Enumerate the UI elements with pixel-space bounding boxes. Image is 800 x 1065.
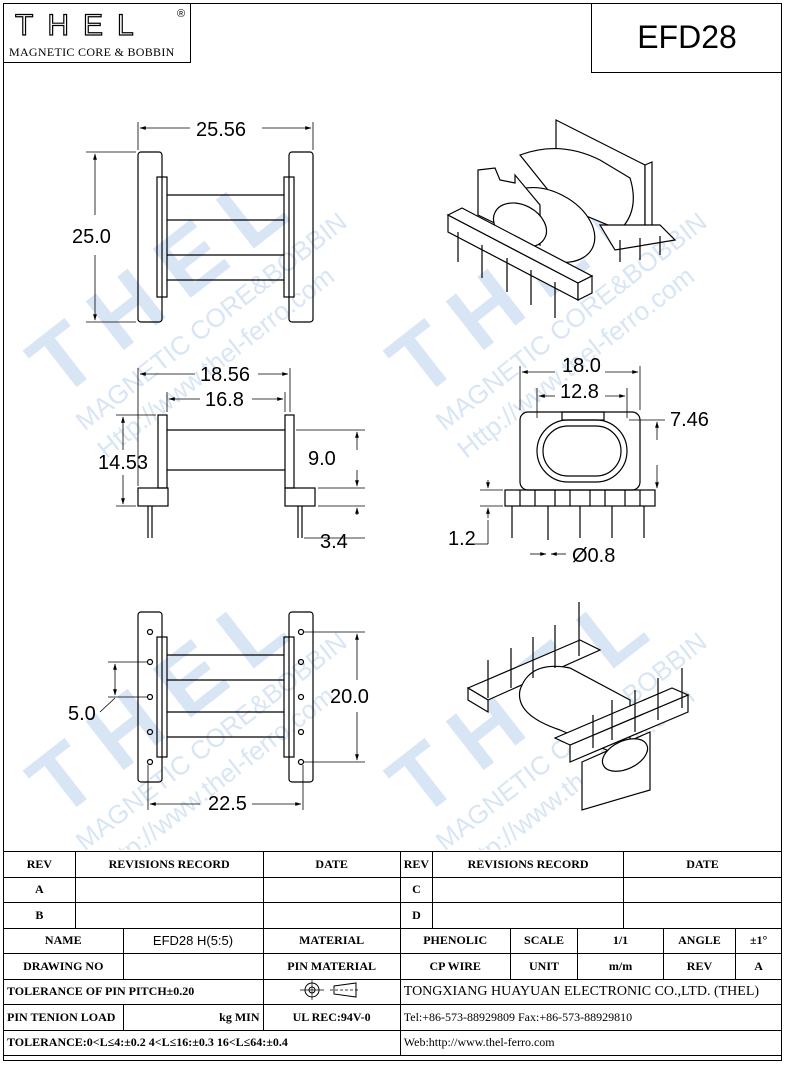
rev-short-label: REV — [662, 953, 737, 980]
general-tolerance: TOLERANCE:0<L≤4:±0.2 4<L≤16:±0.3 16<L≤64… — [3, 1029, 401, 1056]
iso-view-bottom — [466, 602, 690, 811]
dim-side-pin-dia: Ø0.8 — [572, 545, 615, 567]
rev-header: REV — [3, 851, 76, 878]
revisions-header-2: REVISIONS RECORD — [432, 851, 625, 878]
name-value: EFD28 H(5:5) — [122, 927, 264, 954]
company-name: TONGXIANG HUAYUAN ELECTRONIC CO.,LTD. (T… — [399, 978, 783, 1005]
dim-bottom-pitch: 5.0 — [68, 703, 96, 725]
website: Web:http://www.thel-ferro.com — [399, 1029, 783, 1056]
iso-view-top — [446, 119, 677, 318]
unit-value: m/m — [577, 953, 664, 980]
part-number: EFD28 — [591, 3, 782, 73]
dim-top-width: 25.56 — [196, 119, 246, 141]
rev-b: B — [3, 902, 76, 929]
material-label: MATERIAL — [262, 927, 401, 954]
tolerance-pitch: TOLERANCE OF PIN PITCH±0.20 — [3, 978, 264, 1005]
drawing-frame — [3, 3, 782, 1061]
dim-front-inner: 16.8 — [205, 389, 244, 411]
technical-drawing: THEL MAGNETIC CORE&BOBBIN Http://www.the… — [11, 119, 713, 850]
dim-front-flange: 9.0 — [308, 448, 336, 470]
top-view — [86, 122, 314, 323]
dim-front-outer: 18.56 — [200, 364, 250, 386]
brand-subtitle: MAGNETIC CORE & BOBBIN — [9, 45, 175, 59]
bottom-view — [99, 611, 365, 810]
brand-logo: THEL — [14, 8, 148, 42]
material-value: PHENOLIC — [399, 927, 511, 954]
dim-top-height: 25.0 — [72, 226, 111, 248]
angle-label: ANGLE — [662, 927, 737, 954]
rev-header-2: REV — [399, 851, 434, 878]
dim-bottom-span: 20.0 — [330, 686, 369, 708]
date-header-2: DATE — [623, 851, 782, 878]
pin-material-label: PIN MATERIAL — [262, 953, 401, 980]
pin-load-label: PIN TENION LOAD — [3, 1004, 124, 1031]
dim-side-outer: 18.0 — [562, 355, 601, 377]
scale-value: 1/1 — [577, 927, 664, 954]
ul-rating: UL REC:94V-0 — [262, 1004, 401, 1031]
unit-label: UNIT — [509, 953, 579, 980]
front-view — [116, 368, 365, 539]
rev-c: C — [399, 876, 434, 903]
date-header: DATE — [262, 851, 401, 878]
projection-icon — [299, 979, 360, 1000]
dim-front-pin: 3.4 — [320, 531, 348, 553]
revisions-header: REVISIONS RECORD — [74, 851, 264, 878]
registered-mark: ® — [177, 8, 186, 20]
scale-label: SCALE — [509, 927, 579, 954]
angle-value: ±1° — [735, 927, 782, 954]
tel-fax: Tel:+86-573-88929809 Fax:+86-573-8892981… — [399, 1004, 783, 1031]
side-view — [475, 366, 665, 556]
pin-load-unit: kg MIN — [122, 1004, 264, 1031]
name-label: NAME — [3, 927, 124, 954]
rev-value: A — [735, 953, 782, 980]
dim-bottom-width: 22.5 — [208, 793, 247, 815]
rev-d: D — [399, 902, 434, 929]
pin-material-value: CP WIRE — [399, 953, 511, 980]
dim-front-height: 14.53 — [98, 452, 148, 474]
drawing-no-label: DRAWING NO — [3, 953, 124, 980]
logo-box: THEL ® MAGNETIC CORE & BOBBIN — [3, 3, 191, 63]
rev-a: A — [3, 876, 76, 903]
title-block: REV REVISIONS RECORD DATE REV REVISIONS … — [3, 851, 783, 1056]
dim-side-inner: 12.8 — [560, 381, 599, 403]
projection-symbol — [262, 978, 401, 1005]
dim-side-base: 1.2 — [448, 528, 476, 550]
dim-side-height: 7.46 — [670, 409, 709, 431]
